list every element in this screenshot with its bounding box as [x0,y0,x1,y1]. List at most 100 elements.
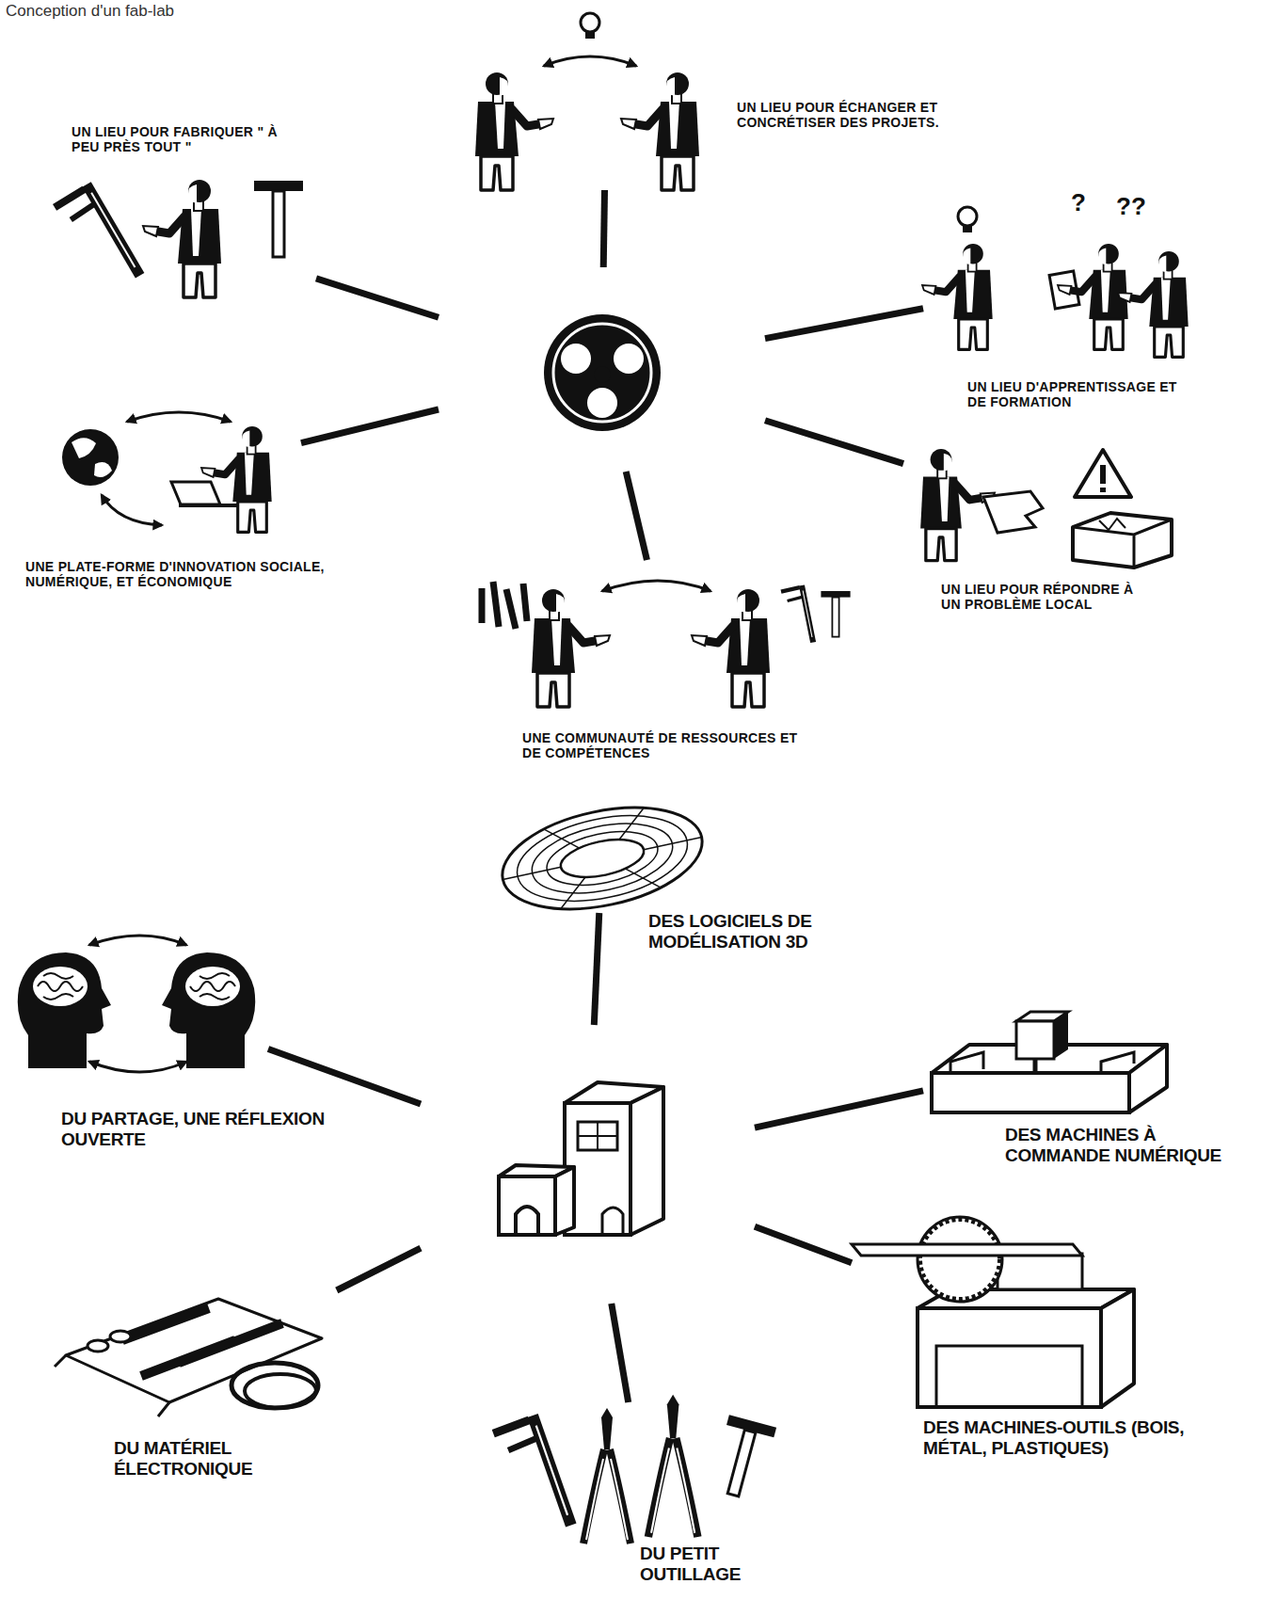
concept-node: UN LIEU POUR FABRIQUER " À PEU PRÈS TOUT… [50,173,317,300]
building-side [555,1166,575,1235]
pcb [65,1298,322,1403]
connector-line [611,1303,629,1403]
globe [62,429,119,486]
logo-ring [553,323,652,422]
concept-node: DU PARTAGE, UNE RÉFLEXION OUVERTE [10,931,269,1073]
logo-blob [560,343,591,374]
saw-motor [997,1253,1083,1290]
sheet [983,491,1043,533]
building-front [498,1176,556,1235]
globe-land [94,462,112,478]
hammer [709,1414,777,1501]
warning-dot [1100,487,1106,493]
connector-line [603,190,605,268]
head-profile [161,952,256,1069]
person-figure [922,243,993,351]
person-figure [475,72,554,191]
caliper [491,1412,571,1534]
cnc-machine [931,1011,1167,1113]
exchange-arrow [89,935,187,945]
logo-blob [613,343,644,374]
hammer [820,590,850,638]
person-figure [621,72,700,191]
question-mark: ?? [1116,191,1147,222]
logo-core [593,366,611,384]
crack [1099,518,1126,530]
pcb-pin [54,1355,170,1417]
diagram-title: Conception d'un fab-lab [5,1,175,21]
light-bulb [957,207,977,233]
connector-line [754,1226,852,1262]
saw-body [917,1308,1102,1407]
door [515,1206,539,1235]
exchange-arrow [543,56,637,66]
node-caption: DES LOGICIELS DE MODÉLISATION 3D [648,910,865,953]
saw-teeth [920,1219,1000,1299]
capacitor [110,1330,131,1342]
concept-node: DES MACHINES-OUTILS (BOIS, MÉTAL, PLASTI… [851,1223,1138,1409]
node-caption: DU PARTAGE, UNE RÉFLEXION OUVERTE [61,1108,335,1150]
connector-line [301,409,439,444]
person-figure [143,179,222,298]
cable-coil [231,1362,319,1408]
node-caption: UN LIEU D'APPRENTISSAGE ET DE FORMATION [967,379,1194,410]
connector-line [625,471,647,560]
connector-line [593,912,599,1025]
door [602,1207,623,1235]
hub-node [420,1024,755,1304]
node-caption: DES MACHINES-OUTILS (BOIS, MÉTAL, PLASTI… [923,1417,1234,1459]
caliper [50,177,140,295]
building [498,1082,664,1235]
window-cross [577,1121,618,1150]
person-figure [1057,243,1129,351]
concept-node: DU MATÉRIEL ÉLECTRONIQUE [61,1290,337,1429]
connector-line [268,1048,421,1103]
pliers [648,1394,699,1537]
warning-sign [1074,449,1132,497]
building-side [630,1086,664,1235]
exchange-arrow [89,1061,187,1072]
laptop-base [178,503,238,508]
capacitor [87,1340,109,1352]
saw-side [1101,1289,1134,1407]
concept-node: UNE PLATE-FORME D'INNOVATION SOCIALE, NU… [37,404,302,546]
saw-fence [851,1244,1083,1256]
pliers [583,1407,631,1544]
cable-coil [244,1373,317,1408]
circuit-board [54,1298,322,1417]
table-saw [851,1216,1134,1407]
concept-node: UN LIEU POUR ÉCHANGER ET CONCRÉTISER DES… [459,13,753,191]
globe-land [71,437,96,459]
pencils [481,581,527,629]
logo-disc [543,314,661,431]
exchange-arrow [602,580,711,591]
torus-hole [557,832,648,884]
hub-node [438,267,766,472]
broken-box [1072,512,1172,568]
column [1016,1021,1054,1059]
node-caption: UNE COMMUNAUTÉ DE RESSOURCES ET DE COMPÉ… [522,730,815,761]
caliper [781,585,814,643]
torus-wire [494,797,710,919]
person-figure [920,448,995,561]
torus-wire [542,822,663,894]
person-figure [1117,251,1189,358]
question-mark: ? [1070,188,1086,218]
connector-line [754,1090,924,1128]
node-caption: UN LIEU POUR FABRIQUER " À PEU PRÈS TOUT… [71,124,288,155]
concept-node: UNE COMMUNAUTÉ DE RESSOURCES ET DE COMPÉ… [474,559,857,716]
concept-node: UN LIEU D'APPRENTISSAGE ET DE FORMATION [923,192,1224,368]
connector-line [765,420,904,464]
torus-outline [493,791,712,926]
column-side [1053,1011,1069,1059]
light-bulb [580,13,600,39]
warning-bar [1100,464,1106,484]
torus-wire [526,812,680,905]
person-figure [691,589,770,707]
window [577,1121,618,1150]
node-caption: DU PETIT OUTILLAGE [639,1543,772,1585]
concept-node: DU PETIT OUTILLAGE [494,1402,786,1544]
node-caption: UN LIEU POUR RÉPONDRE À UN PROBLÈME LOCA… [941,581,1149,612]
spindle [1033,1058,1038,1075]
